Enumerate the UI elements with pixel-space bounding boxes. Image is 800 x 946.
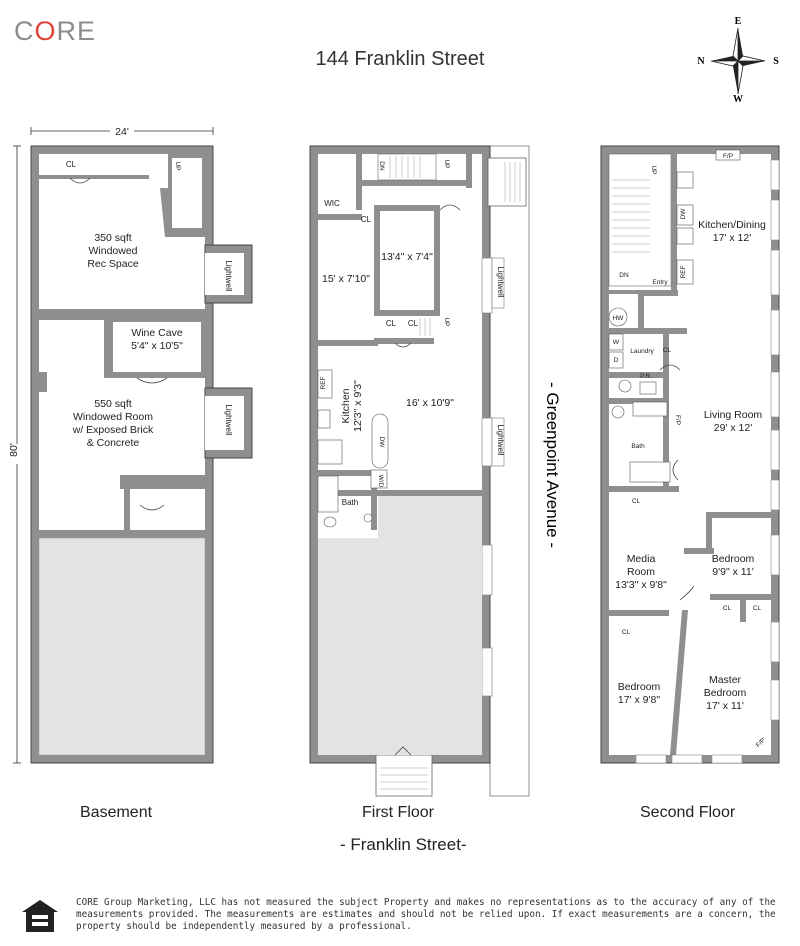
master-bedroom-label: Master: [709, 674, 742, 686]
svg-text:Windowed: Windowed: [88, 245, 137, 257]
first-floor-plan: DN UP WIC CL 15' x 7'10" 13'4" x 7'4" CL…: [309, 145, 530, 797]
svg-text:CL: CL: [723, 605, 732, 612]
second-floor-caption: Second Floor: [640, 804, 736, 821]
svg-text:WIC: WIC: [324, 199, 340, 208]
svg-text:12'3" x 9'3": 12'3" x 9'3": [352, 380, 364, 432]
svg-text:DN: DN: [378, 161, 385, 171]
svg-text:F/P: F/P: [674, 415, 681, 425]
svg-text:Laundry: Laundry: [630, 348, 654, 355]
second-floor-plan: UP DN Entry F/P DW REF Kitchen/Dining 17…: [600, 145, 780, 764]
svg-text:17' x 11': 17' x 11': [706, 700, 744, 712]
core-logo: CORE: [14, 16, 97, 46]
svg-text:REF: REF: [680, 265, 687, 278]
svg-text:Lightwell: Lightwell: [224, 404, 233, 435]
svg-text:Room: Room: [627, 566, 655, 578]
svg-text:CL: CL: [622, 629, 631, 636]
compass-north: N: [697, 56, 705, 67]
franklin-street-label: - Franklin Street-: [340, 835, 467, 854]
basement-caption: Basement: [80, 804, 153, 821]
svg-text:Bedroom: Bedroom: [704, 687, 747, 699]
wine-cave-label: Wine Cave: [131, 327, 183, 339]
svg-text:D: D: [614, 357, 619, 364]
svg-text:UP: UP: [650, 165, 657, 174]
svg-text:9'9" x 11': 9'9" x 11': [712, 566, 753, 578]
svg-text:CL: CL: [753, 605, 762, 612]
kitchen-dining-label: Kitchen/Dining: [698, 219, 766, 231]
svg-text:15' x 7'10": 15' x 7'10": [322, 273, 370, 285]
disclaimer-text: CORE Group Marketing, LLC has not measur…: [76, 897, 776, 932]
compass-east: E: [735, 16, 742, 27]
svg-text:w/ Exposed Brick: w/ Exposed Brick: [72, 424, 154, 436]
svg-text:13'3" x 9'8": 13'3" x 9'8": [615, 579, 667, 591]
svg-text:24': 24': [115, 126, 129, 138]
svg-text:Lightwell: Lightwell: [224, 260, 233, 291]
svg-text:CL: CL: [408, 319, 419, 328]
rec-space-label: 350 sqft: [94, 232, 131, 244]
living-room-label: Living Room: [704, 409, 763, 421]
compass-rose: E N S W: [697, 16, 779, 105]
greenpoint-avenue-label: - Greenpoint Avenue -: [543, 382, 562, 548]
svg-text:80': 80': [8, 443, 20, 457]
media-room-label: Media: [627, 553, 656, 565]
svg-text:DW: DW: [378, 437, 385, 449]
compass-west: W: [733, 94, 743, 105]
svg-text:17' x 12': 17' x 12': [713, 232, 751, 244]
svg-text:REF: REF: [320, 376, 327, 389]
svg-text:CL: CL: [386, 319, 397, 328]
svg-text:& Concrete: & Concrete: [87, 437, 140, 449]
first-floor-caption: First Floor: [362, 804, 434, 821]
svg-text:UP: UP: [443, 159, 450, 168]
svg-text:Bath: Bath: [342, 498, 358, 507]
page-title: 144 Franklin Street: [315, 48, 485, 70]
svg-text:Lightwell: Lightwell: [496, 266, 505, 297]
svg-text:17' x 9'8": 17' x 9'8": [618, 694, 660, 706]
dimension-length: 80': [8, 145, 24, 764]
svg-text:CL: CL: [632, 498, 641, 505]
svg-text:Entry: Entry: [652, 279, 668, 286]
windowed-room-label: 550 sqft: [94, 398, 131, 410]
bedroom-2-label: Bedroom: [618, 681, 661, 693]
svg-text:Bath: Bath: [631, 443, 645, 450]
basement-plan: CL UP 350 sqft Windowed Rec Space Lightw…: [30, 145, 253, 764]
equal-housing-icon: [22, 900, 58, 932]
svg-text:W: W: [613, 339, 620, 346]
svg-text:16' x 10'9": 16' x 10'9": [406, 397, 454, 409]
svg-text:DW: DW: [680, 208, 687, 220]
svg-text:CL: CL: [361, 215, 372, 224]
svg-text:13'4" x 7'4": 13'4" x 7'4": [381, 251, 433, 263]
svg-text:5'4" x 10'5": 5'4" x 10'5": [131, 340, 183, 352]
svg-text:Windowed Room: Windowed Room: [73, 411, 153, 423]
kitchen-label: Kitchen: [340, 388, 352, 423]
dimension-width: 24': [30, 124, 214, 138]
svg-text:UP: UP: [174, 161, 181, 170]
svg-text:29' x 12': 29' x 12': [714, 422, 752, 434]
compass-south: S: [773, 56, 779, 67]
svg-text:Rec Space: Rec Space: [87, 258, 139, 270]
svg-text:P.R.: P.R.: [640, 373, 652, 380]
svg-text:CL: CL: [663, 347, 672, 354]
svg-text:W/D: W/D: [377, 475, 384, 488]
svg-text:UP: UP: [443, 317, 450, 326]
bedroom-label: Bedroom: [712, 553, 755, 565]
svg-text:Lightwell: Lightwell: [496, 424, 505, 455]
svg-text:HW: HW: [613, 315, 625, 322]
svg-text:DN: DN: [619, 272, 629, 279]
svg-text:F/P: F/P: [723, 153, 733, 160]
svg-text:CL: CL: [66, 160, 77, 169]
